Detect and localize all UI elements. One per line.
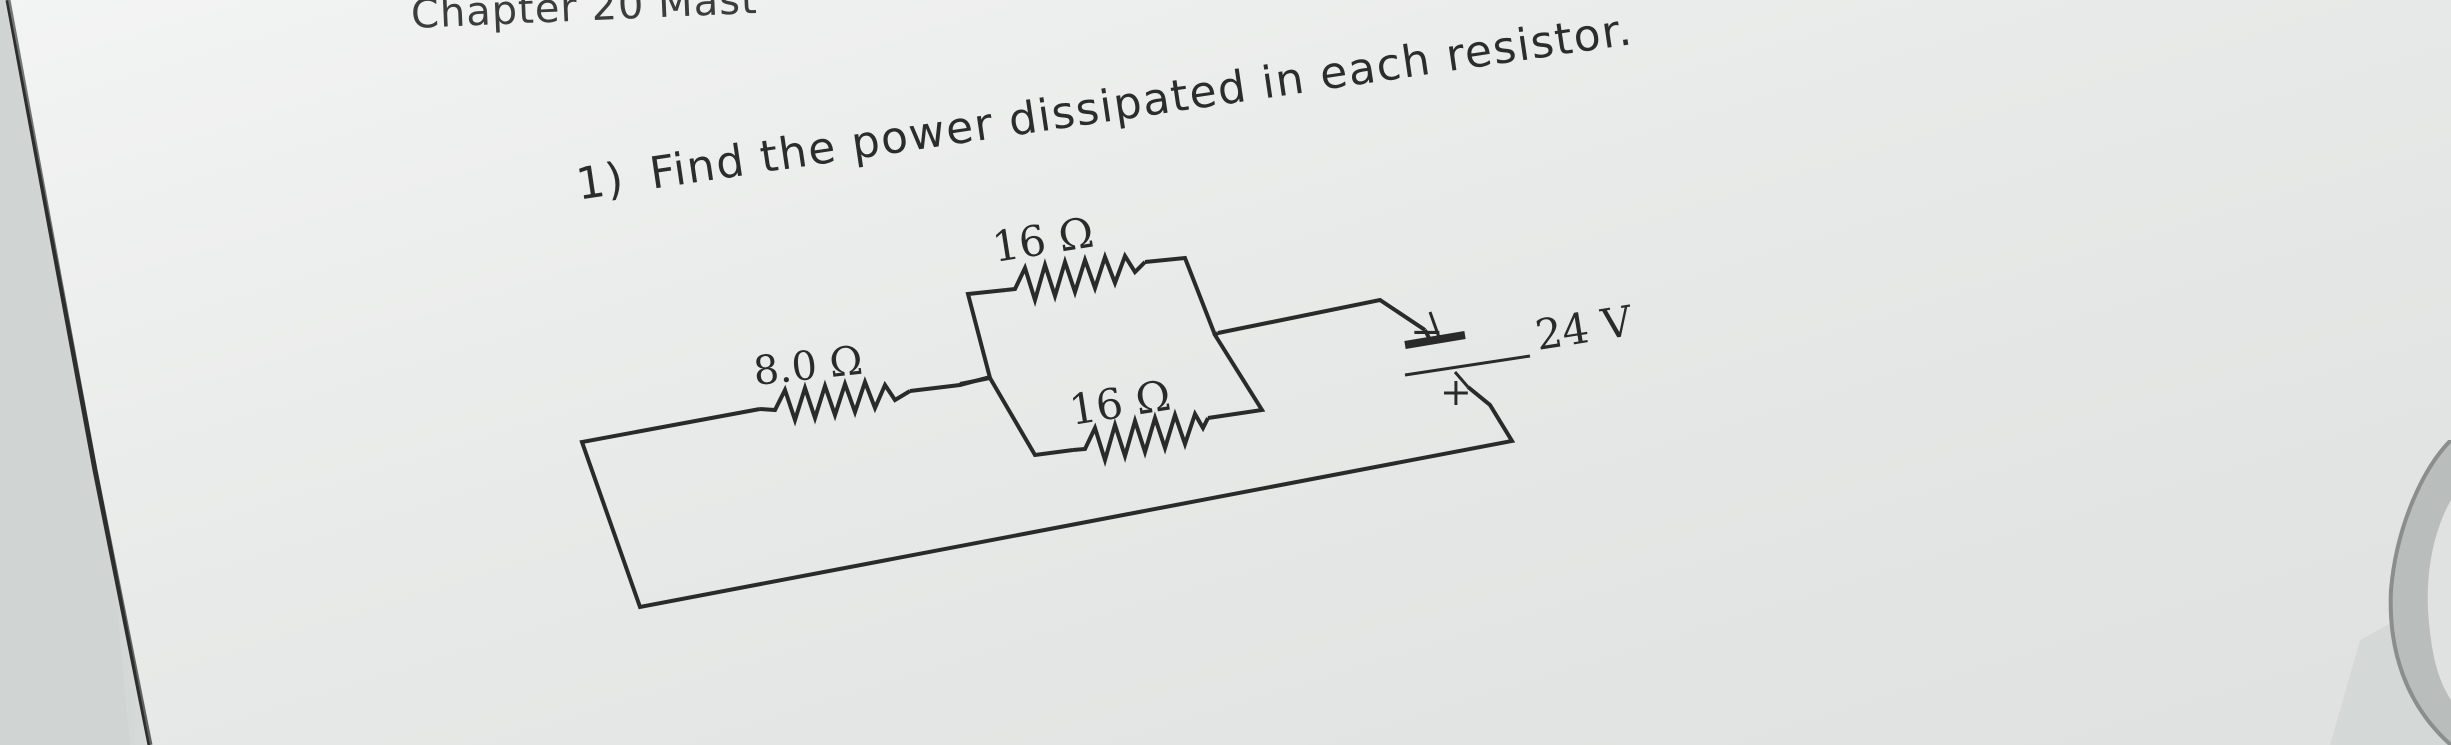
wire-right-junction-top bbox=[1144, 255, 1217, 336]
paper-lighting bbox=[8, 0, 2451, 745]
desk-object-rim bbox=[2388, 440, 2451, 745]
wire-to-battery bbox=[1217, 297, 1427, 335]
wire-left-junction bbox=[959, 288, 1007, 386]
battery-positive-sign: + bbox=[1440, 370, 1472, 414]
desk-object-body bbox=[2390, 440, 2451, 745]
battery-long-plate bbox=[1404, 354, 1531, 377]
battery-negative-sign: − bbox=[1410, 309, 1444, 355]
label-16-ohm-top: 16 Ω bbox=[989, 208, 1097, 272]
desk-object-highlight bbox=[2427, 500, 2451, 700]
battery-lead-top bbox=[1428, 311, 1442, 341]
desk-object bbox=[2388, 440, 2451, 745]
label-8-ohm: 8.0 Ω bbox=[751, 338, 865, 395]
wire-left-junction-bottom bbox=[988, 376, 1074, 458]
resistor-16-ohm-bottom bbox=[1072, 408, 1210, 467]
resistor-16-ohm-top bbox=[1005, 250, 1147, 307]
resistor-8-ohm bbox=[759, 376, 912, 427]
paper-edge bbox=[5, 0, 153, 745]
battery bbox=[1404, 311, 1531, 388]
battery-short-plate bbox=[1404, 331, 1466, 349]
battery-lead-bottom bbox=[1453, 371, 1470, 388]
label-battery-voltage: 24 V bbox=[1532, 296, 1636, 360]
wire-left-loop bbox=[579, 385, 1516, 610]
wire-right-junction-bottom bbox=[1207, 331, 1266, 420]
under-sheet bbox=[0, 0, 130, 745]
